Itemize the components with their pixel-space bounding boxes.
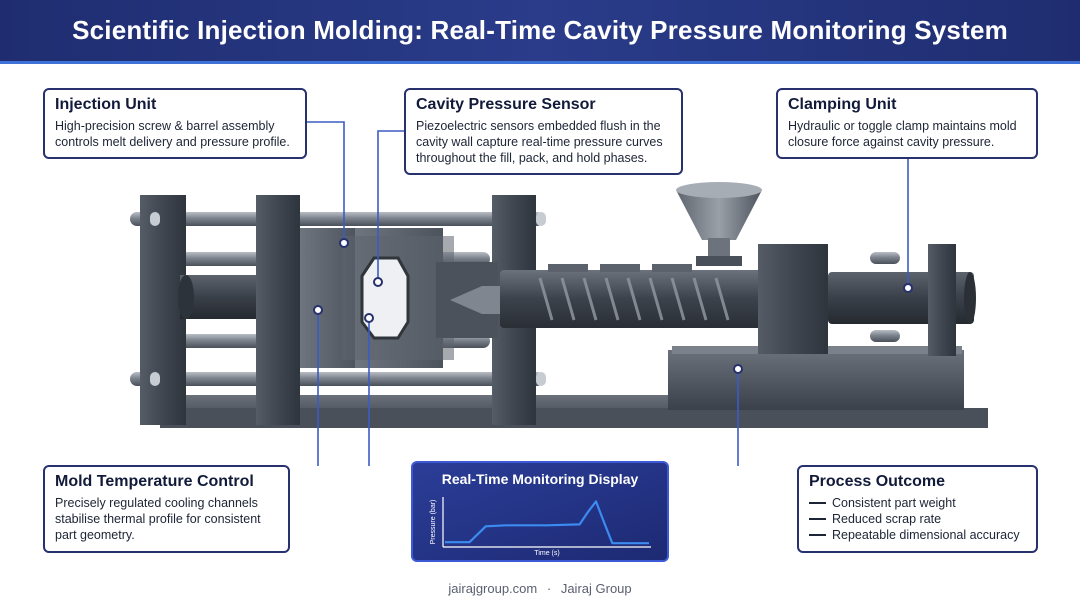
callout-title: Cavity Pressure Sensor: [416, 96, 596, 113]
dash-icon: [809, 501, 826, 504]
callout-title: Clamping Unit: [788, 96, 897, 113]
rear-block: [928, 244, 956, 356]
footer-domain: jairajgroup.com: [448, 581, 538, 596]
leader-process-outcome: [737, 369, 739, 466]
marker-process-outcome: [733, 364, 743, 374]
list-item: Consistent part weight: [809, 495, 1026, 511]
machine-base-rail: [160, 408, 988, 428]
title-banner: Scientific Injection Molding: Real-Time …: [0, 0, 1080, 64]
callout-text: Piezoelectric sensors embedded flush in …: [416, 119, 663, 165]
leader-monitoring-display: [368, 318, 370, 466]
moving-platen: [256, 195, 300, 425]
series-line-pressure: [445, 500, 649, 545]
marker-mold-temperature: [313, 305, 323, 315]
material-hopper: [676, 190, 762, 240]
callout-text: Precisely regulated cooling channels sta…: [55, 496, 261, 542]
real-time-monitoring-display: Real-Time Monitoring Display Pressure (b…: [411, 461, 669, 562]
callout-process-outcome: Process Outcome Consistent part weight R…: [797, 465, 1038, 553]
list-item: Repeatable dimensional accuracy: [809, 527, 1026, 543]
marker-injection-unit: [339, 238, 349, 248]
callout-clamping-unit: Clamping Unit Hydraulic or toggle clamp …: [776, 88, 1038, 159]
dash-icon: [809, 517, 826, 520]
pressure-curve-chart: Pressure (bar) Time (s): [430, 497, 651, 557]
marker-clamping-unit: [903, 283, 913, 293]
display-title: Real-Time Monitoring Display: [441, 471, 639, 487]
callout-mold-temperature-control: Mold Temperature Control Precisely regul…: [43, 465, 290, 553]
outcome-list: Consistent part weight Reduced scrap rat…: [809, 495, 1026, 543]
callout-title: Process Outcome: [809, 473, 946, 490]
footer-separator: ·: [546, 581, 552, 596]
footer-credit: jairajgroup.com · Jairaj Group: [0, 581, 1080, 596]
injection-carriage: [758, 244, 828, 354]
callout-cavity-pressure-sensor: Cavity Pressure Sensor Piezoelectric sen…: [404, 88, 683, 175]
injection-screw: [538, 277, 730, 321]
list-item: Reduced scrap rate: [809, 511, 1026, 527]
leader-mold-temperature: [317, 310, 319, 466]
injection-base: [668, 350, 964, 410]
y-axis-label: Pressure (bar): [430, 500, 437, 545]
tie-bar-top: [130, 212, 544, 226]
marker-monitoring-display: [364, 313, 374, 323]
tie-bar-bottom: [130, 372, 544, 386]
footer-brand: Jairaj Group: [560, 581, 632, 596]
injection-nozzle: [450, 286, 500, 314]
marker-cavity-sensor: [373, 277, 383, 287]
x-axis-label: Time (s): [534, 550, 559, 557]
callout-text: High-precision screw & barrel assembly c…: [55, 119, 290, 149]
rear-platen: [140, 195, 186, 425]
leader-injection-unit: [306, 121, 345, 243]
leader-cavity-sensor: [377, 130, 405, 282]
callout-title: Injection Unit: [55, 96, 157, 113]
dash-icon: [809, 533, 826, 536]
callout-text: Hydraulic or toggle clamp maintains mold…: [788, 119, 1017, 149]
callout-injection-unit: Injection Unit High-precision screw & ba…: [43, 88, 307, 159]
injection-molding-machine-illustration: [130, 121, 988, 466]
callout-title: Mold Temperature Control: [55, 473, 254, 490]
page-title: Scientific Injection Molding: Real-Time …: [72, 15, 1008, 45]
